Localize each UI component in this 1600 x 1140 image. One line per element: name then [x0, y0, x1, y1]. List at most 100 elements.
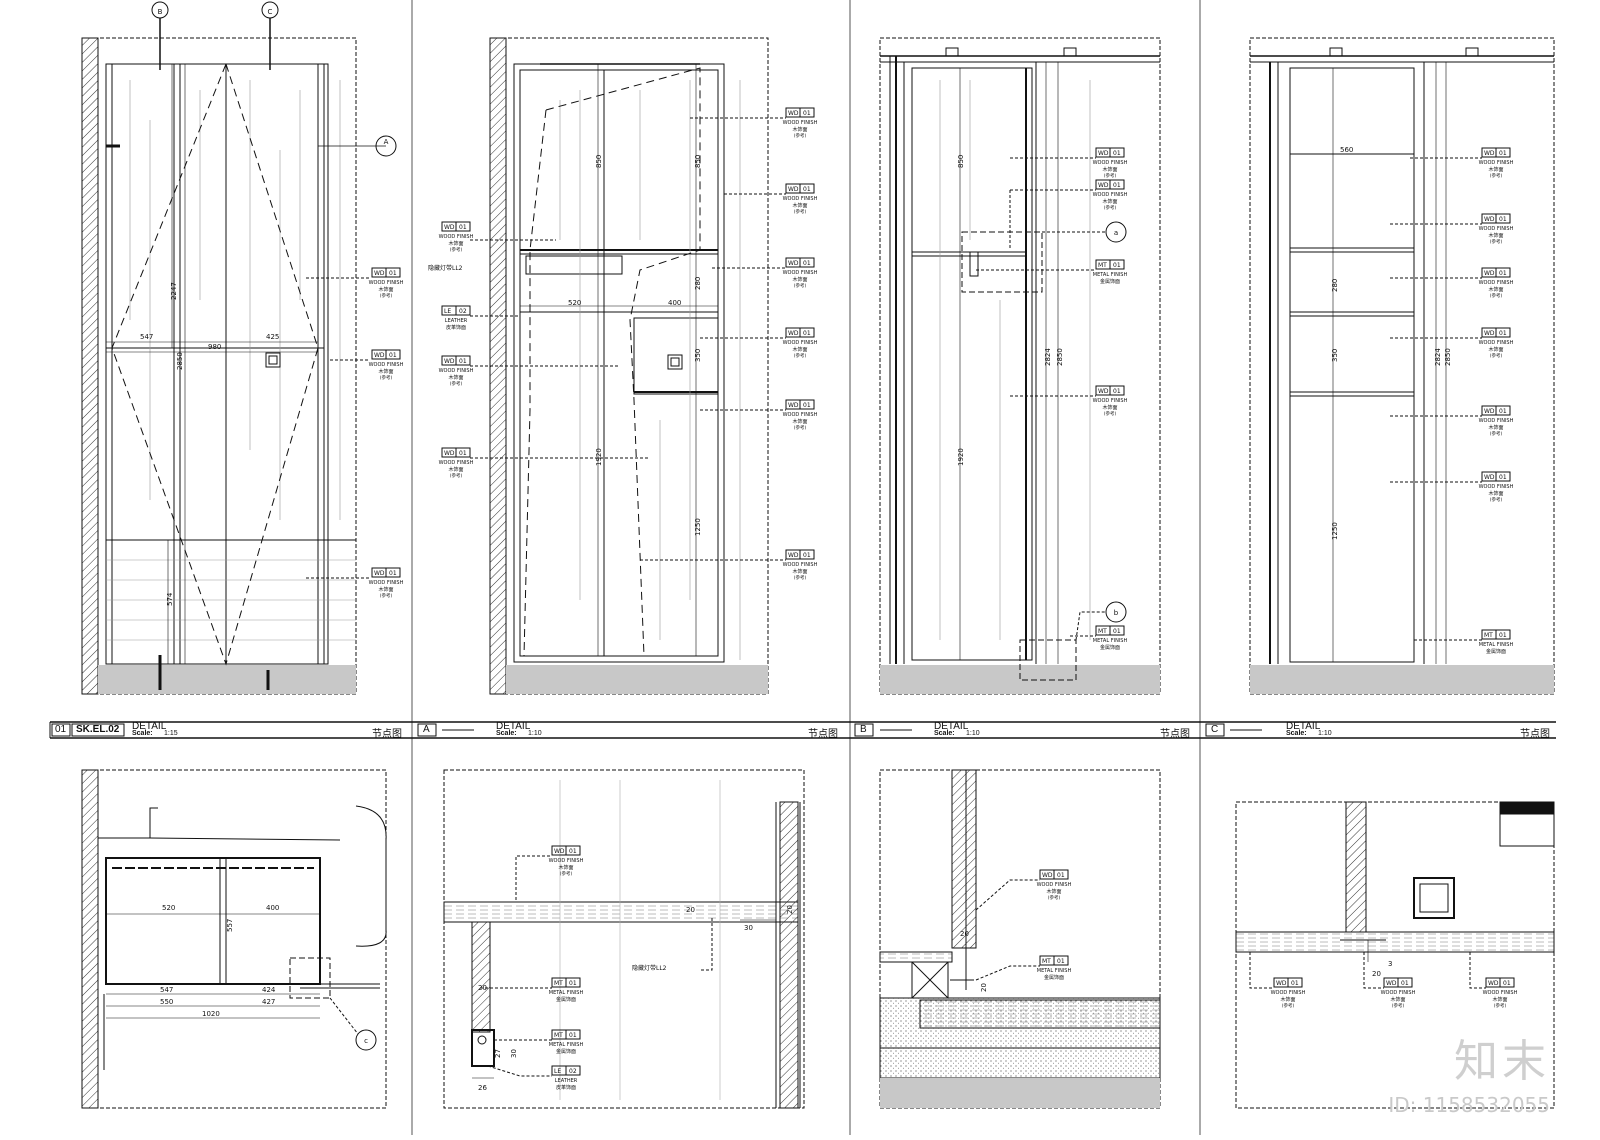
material-note: (参考)	[450, 246, 463, 253]
material-note: (参考)	[380, 292, 393, 299]
material-number: 01	[1401, 980, 1409, 987]
title-a-name: DETAIL	[496, 721, 531, 732]
material-name: WOOD FINISH	[439, 368, 474, 374]
material-note: (参考)	[1490, 430, 1503, 437]
material-name: WOOD FINISH	[1483, 990, 1518, 996]
material-name: WOOD FINISH	[1479, 280, 1514, 286]
material-name-cn: 金属饰面	[556, 1048, 576, 1055]
dim-520-a: 520	[568, 299, 581, 307]
material-number: 01	[1113, 262, 1121, 269]
material-name-cn: 金属饰面	[1100, 644, 1120, 651]
material-name-cn: 木饰面	[792, 568, 807, 575]
material-name: METAL FINISH	[1093, 272, 1128, 278]
material-note: (参考)	[1104, 410, 1117, 417]
material-number: 01	[1113, 628, 1121, 635]
material-name: WOOD FINISH	[783, 196, 818, 202]
material-code: MT	[554, 1032, 563, 1039]
elevation-a	[470, 37, 786, 695]
material-code: WD	[1098, 182, 1109, 189]
material-note: (参考)	[1494, 1002, 1507, 1009]
dim-850-a: 850	[595, 155, 603, 168]
plan-a	[443, 769, 805, 1109]
title-a-number: A	[423, 724, 430, 735]
material-name: METAL FINISH	[1479, 642, 1514, 648]
material-name-cn: 木饰面	[1488, 490, 1503, 497]
title-c-cn: 节点图	[1520, 729, 1550, 740]
drawing-id: ID: 1158532055	[1388, 1093, 1550, 1117]
material-name-cn: 金属饰面	[556, 996, 576, 1003]
material-number: 01	[1499, 150, 1507, 157]
section-a-marker: A	[384, 138, 389, 146]
material-name-cn: 木饰面	[1488, 286, 1503, 293]
plan-c-marker: c	[364, 1037, 368, 1045]
material-name: WOOD FINISH	[1479, 484, 1514, 490]
plan-dim-400: 400	[266, 904, 279, 912]
material-code: WD	[788, 110, 799, 117]
material-name-cn: 木饰面	[792, 202, 807, 209]
title-a-cn: 节点图	[808, 729, 838, 740]
material-note: (参考)	[1490, 172, 1503, 179]
title-c-number: C	[1211, 724, 1219, 735]
title-b-scale-label: Scale:	[934, 730, 955, 737]
dim-1920-a: 1920	[595, 448, 603, 466]
material-note: (参考)	[794, 574, 807, 581]
material-note: (参考)	[1282, 1002, 1295, 1009]
material-number: 01	[1499, 474, 1507, 481]
material-name: WOOD FINISH	[439, 460, 474, 466]
material-name: WOOD FINISH	[1479, 160, 1514, 166]
material-code: WD	[444, 450, 455, 457]
title-a-scale-label: Scale:	[496, 730, 517, 737]
material-code: MT	[1484, 632, 1493, 639]
plan-b	[879, 769, 1161, 1109]
material-code: WD	[444, 224, 455, 231]
title-01-ref: SK.EL.02	[76, 724, 120, 735]
material-name-cn: 木饰面	[1488, 346, 1503, 353]
dim-2850: 2850	[176, 352, 184, 370]
material-code: WD	[1484, 330, 1495, 337]
dim-1920-b: 1920	[957, 448, 965, 466]
led-strip-label-plan: 隐藏灯带LL2	[632, 964, 667, 972]
material-code: MT	[1098, 262, 1107, 269]
material-code: LE	[554, 1068, 561, 1075]
material-code: WD	[1098, 388, 1109, 395]
material-name-cn: 金属饰面	[1044, 974, 1064, 981]
dim-1250-c: 1250	[1331, 522, 1339, 540]
title-b-name: DETAIL	[934, 721, 969, 732]
elevation-b	[879, 37, 1161, 695]
plan-a-dim-20b: 20	[786, 905, 794, 914]
material-note: (参考)	[794, 132, 807, 139]
plan-dim-424: 424	[262, 986, 276, 994]
watermark-stamp: 知末 ID: 1158532055	[1388, 1025, 1550, 1117]
plan-dim-427: 427	[262, 998, 275, 1006]
material-name: METAL FINISH	[549, 1042, 584, 1048]
dim-2850-b: 2850	[1056, 348, 1064, 366]
plan-c	[1235, 801, 1555, 1109]
material-name: WOOD FINISH	[1479, 226, 1514, 232]
dim-2850-c: 2850	[1444, 348, 1452, 366]
material-name-cn: 木饰面	[1492, 996, 1507, 1003]
plan-c-dim-20: 20	[1372, 970, 1381, 978]
dim-850-b: 850	[694, 155, 702, 168]
material-name-cn: 木饰面	[448, 240, 463, 247]
material-name-cn: 木饰面	[448, 466, 463, 473]
plan-01	[81, 769, 387, 1109]
plan-c-dim-3: 3	[1388, 960, 1392, 968]
dim-547: 547	[140, 333, 153, 341]
material-name-cn: 皮革饰面	[556, 1084, 576, 1091]
dim-560: 560	[1340, 146, 1353, 154]
material-code: WD	[1484, 408, 1495, 415]
material-number: 01	[1499, 270, 1507, 277]
material-code: WD	[1484, 150, 1495, 157]
title-01-scale-label: Scale:	[132, 730, 153, 737]
material-name: WOOD FINISH	[783, 270, 818, 276]
